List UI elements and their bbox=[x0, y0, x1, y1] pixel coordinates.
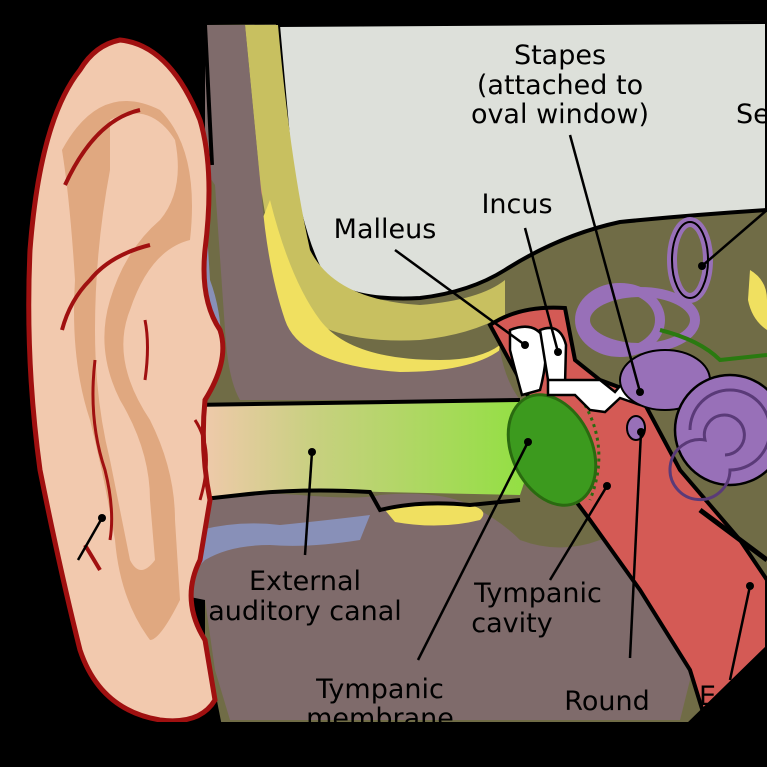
upper-bone bbox=[165, 25, 520, 400]
label-stapes-line1: Stapes bbox=[514, 40, 606, 71]
label-stapes-line2: (attached to bbox=[477, 70, 643, 101]
label-external-canal-line2: auditory canal bbox=[208, 596, 402, 627]
bone-outline bbox=[203, 24, 214, 166]
fat-layer bbox=[262, 200, 500, 381]
leader-lines bbox=[76, 134, 767, 681]
lower-cartilage bbox=[160, 515, 370, 590]
lower-fat bbox=[385, 503, 484, 526]
label-tympanic-cavity-line1: Tympanic bbox=[473, 578, 602, 609]
label-incus: Incus bbox=[481, 189, 552, 220]
label-external-canal-line1: External bbox=[249, 566, 361, 597]
label-stapes-line3: oval window) bbox=[471, 99, 649, 130]
canal-upper-wall bbox=[189, 398, 521, 407]
canal-lower-wall bbox=[194, 488, 521, 513]
label-tympanic-cavity-line2: cavity bbox=[471, 608, 552, 639]
label-malleus: Malleus bbox=[334, 214, 437, 245]
label-tympanic-membrane-line1: Tympanic bbox=[315, 674, 444, 705]
bottom-crop bbox=[0, 722, 767, 767]
label-round-window: Round bbox=[564, 686, 649, 717]
label-semicircular-canals: Se bbox=[736, 99, 767, 130]
external-auditory-canal bbox=[195, 400, 535, 500]
incus-shape bbox=[538, 326, 568, 387]
pinna bbox=[26, 37, 226, 724]
dura-layer bbox=[245, 25, 505, 341]
malleus-shape bbox=[508, 325, 548, 397]
lower-bone bbox=[154, 493, 700, 720]
